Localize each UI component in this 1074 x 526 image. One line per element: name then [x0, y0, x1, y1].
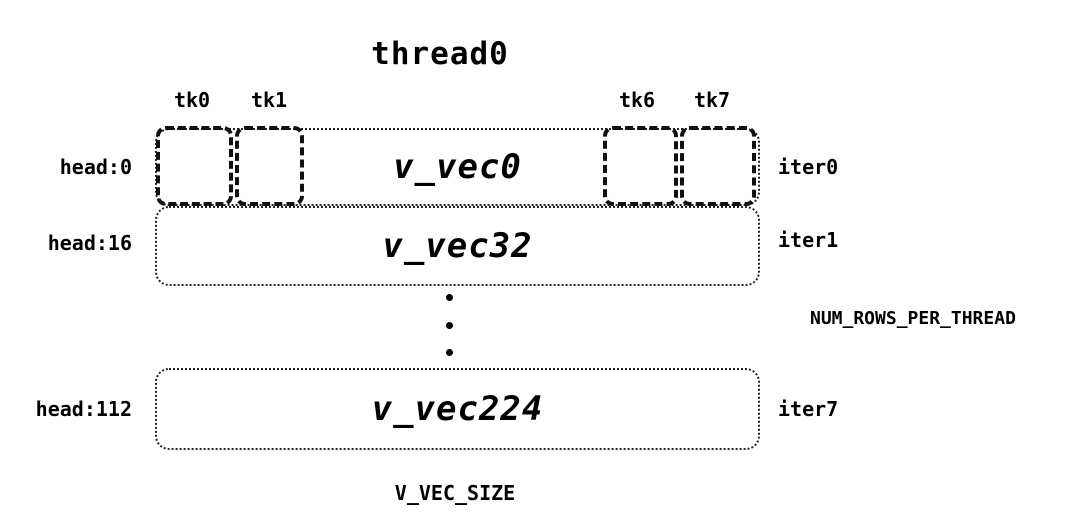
tk-box-tk6 [603, 126, 678, 206]
v-vec-size-label: V_VEC_SIZE [394, 481, 516, 505]
diagram-title: thread0 [371, 36, 509, 72]
head-label-16: head:16 [47, 231, 132, 255]
vertical-ellipsis-icon [443, 294, 455, 356]
tk-box-tk7 [680, 126, 756, 206]
vec-row-iter7: v_vec224 [155, 368, 760, 450]
tick-label-tk7: tk7 [693, 88, 731, 112]
ellipsis-dot [445, 294, 453, 301]
iter-label-1: iter1 [778, 228, 839, 252]
tk-box-tk0 [156, 126, 233, 206]
iter-label-7: iter7 [778, 397, 839, 421]
iter-label-0: iter0 [778, 155, 839, 179]
head-label-0: head:0 [59, 155, 132, 179]
tick-label-tk6: tk6 [618, 88, 656, 112]
tick-label-tk1: tk1 [250, 88, 288, 112]
vec-label-v-vec224: v_vec224 [371, 389, 544, 429]
head-label-112: head:112 [35, 397, 132, 421]
vec-row-iter1: v_vec32 [155, 206, 760, 286]
ellipsis-dot [445, 349, 453, 356]
vec-label-v-vec32: v_vec32 [382, 226, 533, 266]
num-rows-per-thread-label: NUM_ROWS_PER_THREAD [810, 308, 1016, 329]
tick-label-tk0: tk0 [173, 88, 211, 112]
ellipsis-dot [445, 321, 453, 329]
tk-box-tk1 [235, 126, 304, 206]
vec-label-v-vec0: v_vec0 [393, 147, 522, 187]
